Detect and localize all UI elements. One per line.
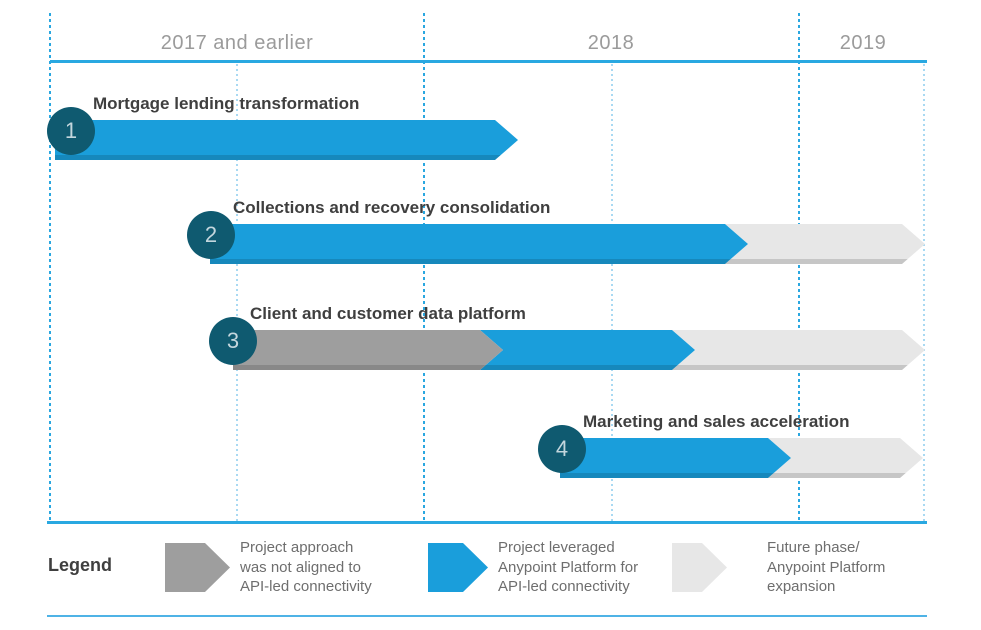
axis-top-line: [50, 60, 927, 63]
legend-title: Legend: [48, 555, 113, 575]
segment-shade: [725, 224, 925, 264]
row-number-badge: 3: [209, 317, 257, 365]
segment-shade: [480, 330, 695, 370]
timeline-segment-future: [672, 330, 925, 370]
legend-text-line: API-led connectivity: [240, 578, 372, 595]
row-number-badge: 1: [47, 107, 95, 155]
legend-item-text: Project approach was not aligned to API-le…: [240, 538, 372, 597]
legend-text-line: Future phase/: [767, 539, 860, 556]
row-number: 1: [64, 118, 78, 143]
segment-shade: [55, 120, 518, 160]
timeline-segment-leveraged: [55, 120, 518, 160]
gridline-major: [49, 13, 51, 522]
row-number-badge: 4: [538, 425, 586, 473]
row-number-badge: 2: [187, 211, 235, 259]
legend-text-line: expansion: [767, 578, 836, 595]
legend-text-line: Anypoint Platform: [767, 558, 886, 576]
legend-text-line: Project leveraged: [498, 539, 615, 556]
row-number: 3: [226, 328, 240, 353]
legend-arrow-not_aligned: [165, 543, 230, 592]
row-title: Mortgage lending transformation: [93, 94, 360, 113]
segment-shade: [233, 330, 503, 370]
segment-shade: [560, 438, 791, 478]
row-title: Collections and recovery consolidation: [233, 198, 551, 217]
row-number: 2: [204, 222, 218, 247]
segment-shade: [768, 438, 923, 478]
chart-bottom-line: [47, 521, 927, 524]
year-label: 2017 and earlier: [160, 32, 314, 54]
gridline-major: [423, 13, 425, 522]
timeline-segment-leveraged: [210, 224, 748, 264]
row-title: Marketing and sales acceleration: [583, 412, 850, 431]
legend-bottom-line: [47, 615, 927, 617]
timeline-segment-future: [725, 224, 925, 264]
segment-shade: [210, 224, 748, 264]
timeline-segment-leveraged: [480, 330, 695, 370]
legend-arrow-future: [672, 543, 727, 592]
legend-arrow-leveraged: [428, 543, 488, 592]
legend-text-line: Anypoint Platform for: [498, 558, 639, 576]
legend-text-line: API-led connectivity: [498, 578, 630, 595]
year-label: 2018: [587, 32, 635, 54]
timeline-segment-not_aligned: [233, 330, 503, 370]
row-number: 4: [555, 436, 569, 461]
year-label: 2019: [839, 32, 887, 54]
legend-text-line: was not aligned to: [240, 558, 361, 576]
legend-text-line: Project approach: [240, 539, 354, 556]
timeline-segment-future: [768, 438, 923, 478]
timeline-segment-leveraged: [560, 438, 791, 478]
gridline-minor: [923, 64, 925, 522]
legend-item-text: Future phase/Anypoint Platform expansion: [767, 538, 885, 597]
row-title: Client and customer data platform: [250, 304, 526, 323]
segment-shade: [672, 330, 925, 370]
